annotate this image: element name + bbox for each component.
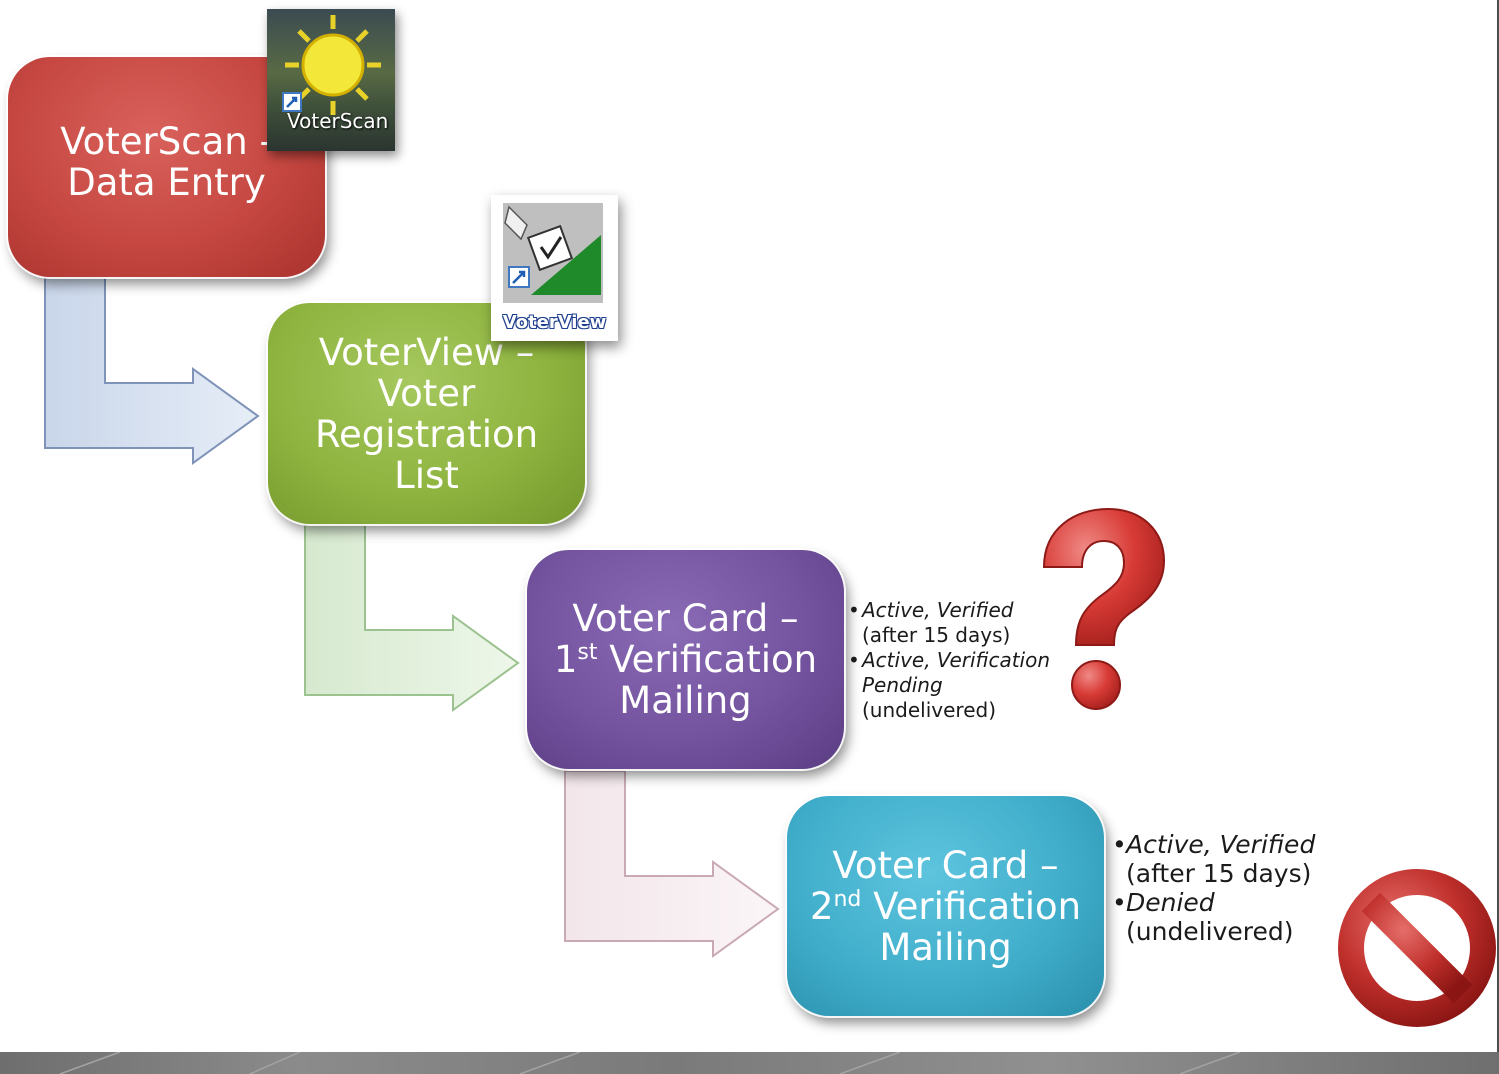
step-4-line-1: Voter Card – xyxy=(832,843,1059,887)
outcome-item: Denied (undelivered) xyxy=(1112,888,1322,946)
step-3-ordinal-suffix: st xyxy=(577,639,598,665)
step-second-verification-mailing: Voter Card – 2nd Verification Mailing xyxy=(787,796,1104,1016)
step-first-verification-mailing: Voter Card – 1st Verification Mailing xyxy=(527,550,844,769)
step-3-line-2-rest: Verification xyxy=(597,638,818,681)
step-4-line-3: Mailing xyxy=(879,925,1012,969)
voterscan-icon-caption: VoterScan xyxy=(287,109,389,133)
ballot-check-icon xyxy=(503,203,603,303)
step-3-outcomes-list: Active, Verified (after 15 days) Active,… xyxy=(848,598,1078,723)
outcome-condition: (undelivered) xyxy=(1126,917,1294,946)
bottom-decorative-band xyxy=(0,1052,1499,1074)
prohibited-icon xyxy=(1338,869,1496,1027)
step-2-line-3: Registration xyxy=(314,412,539,456)
outcome-status: Active, Verified xyxy=(1126,830,1316,859)
sun-icon xyxy=(282,15,381,115)
voterscan-shortcut-icon: VoterScan xyxy=(267,9,395,151)
step-2-line-4: List xyxy=(394,453,459,497)
voterview-shortcut-icon: VoterView xyxy=(491,195,618,341)
outcome-item: Active, Verification Pending (undelivere… xyxy=(848,648,1078,723)
outcome-status: Denied xyxy=(1126,888,1215,917)
outcome-condition: (undelivered) xyxy=(862,698,996,722)
arrow-1 xyxy=(44,277,260,465)
arrow-3 xyxy=(564,770,780,958)
outcome-status: Active, Verification Pending xyxy=(862,648,1051,697)
step-4-outcomes-list: Active, Verified (after 15 days) Denied … xyxy=(1112,830,1322,946)
outcome-item: Active, Verified (after 15 days) xyxy=(848,598,1078,648)
step-4-ordinal-number: 2 xyxy=(809,884,834,928)
step-1-line-1: VoterScan - xyxy=(60,120,273,163)
outcome-item: Active, Verified (after 15 days) xyxy=(1112,830,1322,888)
step-4-line-2-rest: Verification xyxy=(861,884,1082,928)
question-mark-icon xyxy=(1042,507,1166,710)
step-3-line-1: Voter Card – xyxy=(572,597,799,640)
outcome-status: Active, Verified xyxy=(862,598,1014,622)
step-2-line-2: Voter xyxy=(377,371,476,415)
right-edge-rule xyxy=(1497,0,1499,1052)
outcome-condition: (after 15 days) xyxy=(1126,859,1312,888)
step-3-ordinal-number: 1 xyxy=(553,638,578,681)
step-3-line-3: Mailing xyxy=(619,679,752,722)
outcome-condition: (after 15 days) xyxy=(862,623,1011,647)
step-4-ordinal-suffix: nd xyxy=(833,886,862,912)
arrow-2 xyxy=(304,524,520,712)
voterview-icon-caption: VoterView xyxy=(502,312,607,333)
step-1-line-2: Data Entry xyxy=(67,161,266,204)
